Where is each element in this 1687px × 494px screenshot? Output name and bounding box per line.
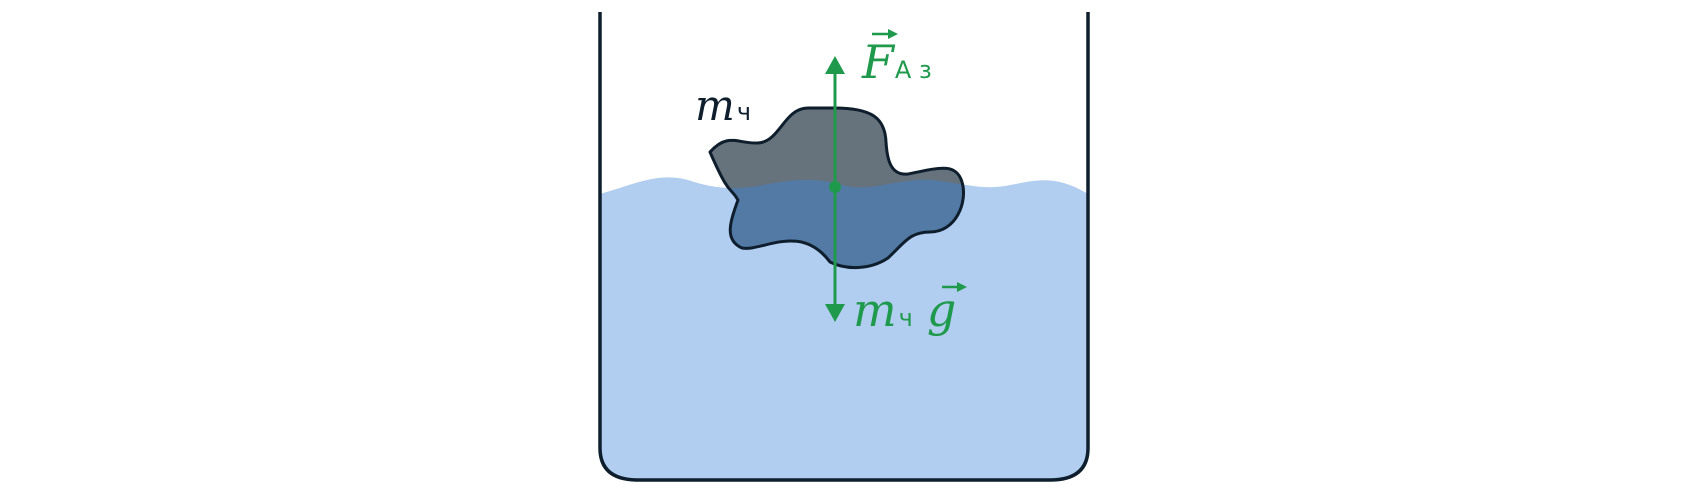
gravity-mass-subscript: ч — [899, 304, 913, 332]
gravity-g-symbol: g — [927, 283, 956, 337]
vector-arrowhead-icon — [957, 282, 967, 292]
water — [600, 177, 1088, 480]
archimedes-force-label: FА з — [861, 29, 932, 89]
gravity-arrowhead — [825, 304, 845, 322]
center-of-mass-point — [829, 181, 841, 193]
archimedes-arrowhead — [825, 56, 845, 74]
body-mass-symbol: m — [695, 81, 735, 130]
archimedes-force-subscript: А з — [895, 56, 932, 84]
force-vectors — [825, 56, 845, 322]
body-mass-label: mч — [695, 81, 751, 130]
vector-arrowhead-icon — [888, 29, 898, 39]
archimedes-force-symbol: F — [861, 35, 896, 89]
svg-text:FА з: FА з — [861, 35, 932, 89]
vessel-outline — [598, 12, 1090, 482]
svg-text:mчg: mчg — [853, 283, 956, 337]
gravity-mass-symbol: m — [853, 283, 897, 337]
body-mass-subscript: ч — [737, 98, 751, 126]
